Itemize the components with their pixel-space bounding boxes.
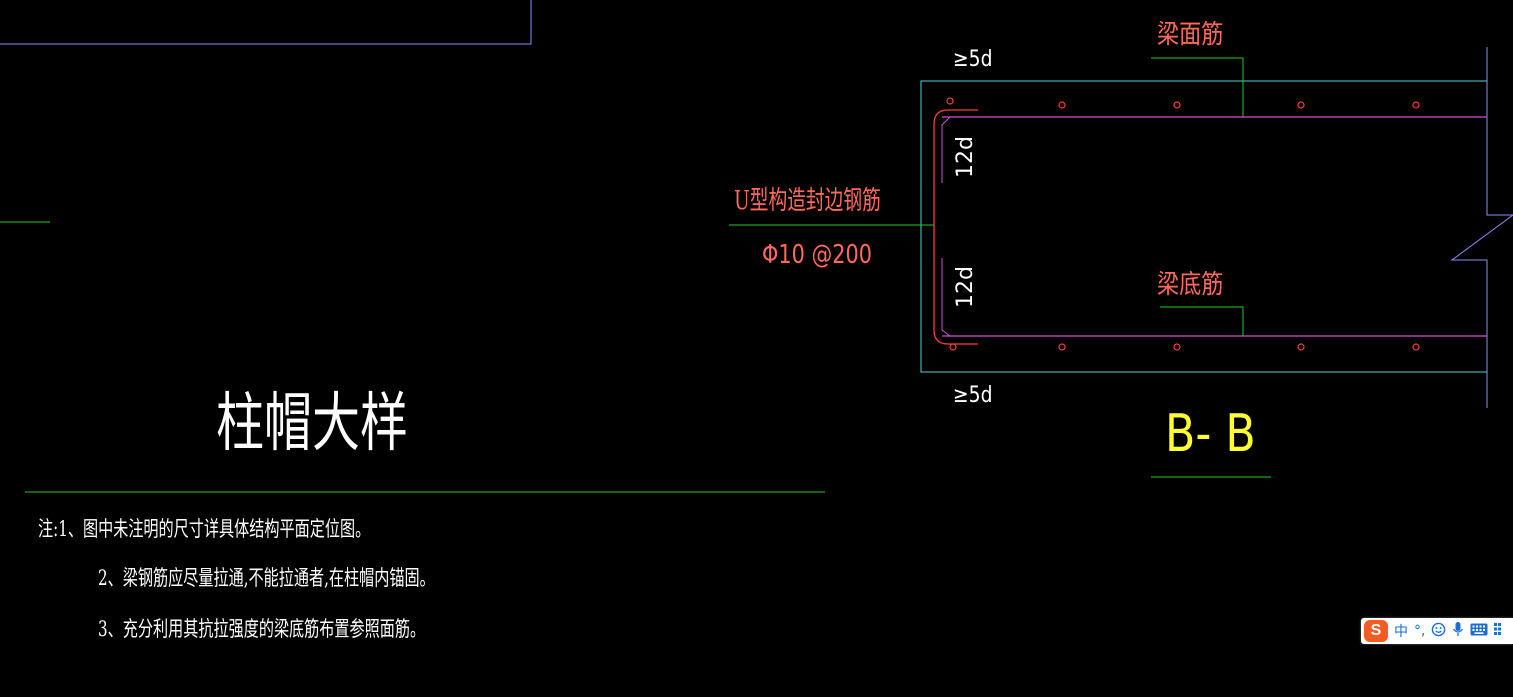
top-rebar-label: 梁面筋 <box>1157 20 1224 50</box>
note-line-1: 注:1、图中未注明的尺寸详具体结构平面定位图。 <box>38 517 371 541</box>
ime-punctuation-toggle[interactable]: °, <box>1414 623 1426 639</box>
top-rebar-dots <box>946 97 1420 109</box>
dim-12d-lower-label: 12d <box>953 266 978 308</box>
bottom-rebar-label: 梁底筋 <box>1157 270 1224 300</box>
note-line-2: 2、梁钢筋应尽量拉通,不能拉通者,在柱帽内锚固。 <box>98 566 435 590</box>
u-rebar-lower-hook <box>941 258 978 337</box>
rebar-dot <box>1173 101 1181 109</box>
beam-section-outline <box>920 80 1487 373</box>
break-line <box>1450 47 1513 408</box>
u-rebar-spec-label: Φ10 @200 <box>762 240 872 270</box>
rebar-dot <box>1058 343 1066 351</box>
ime-toolbar[interactable]: S 中 °, <box>1361 618 1513 644</box>
bottom-rebar-dots <box>949 343 1420 351</box>
microphone-icon[interactable] <box>1452 621 1464 641</box>
rebar-dot <box>1412 343 1420 351</box>
grid-icon[interactable] <box>1494 622 1502 640</box>
rebar-dot <box>1173 343 1181 351</box>
bottom-rebar-leader <box>1160 306 1244 336</box>
section-label: B- B <box>1165 404 1256 464</box>
u-rebar-upper-hook <box>941 116 978 183</box>
ime-language-toggle[interactable]: 中 <box>1394 624 1408 640</box>
frame-border <box>0 0 532 45</box>
rebar-dot <box>1297 343 1305 351</box>
note-line-3: 3、充分利用其抗拉强度的梁底筋布置参照面筋。 <box>98 617 426 641</box>
top-rebar-leader <box>1151 57 1244 117</box>
rebar-dot <box>946 97 954 105</box>
ime-logo-icon[interactable]: S <box>1364 620 1388 642</box>
u-rebar-name-label: U型构造封边钢筋 <box>734 186 881 216</box>
rebar-dot <box>1058 101 1066 109</box>
rebar-dot <box>949 343 957 351</box>
rebar-dot <box>1297 101 1305 109</box>
rebar-dot <box>1412 101 1420 109</box>
smiley-icon[interactable] <box>1431 622 1446 641</box>
detail-title: 柱帽大样 <box>216 387 408 461</box>
u-closing-rebar <box>933 109 978 345</box>
keyboard-icon[interactable] <box>1470 623 1488 640</box>
dim-bottom-label: ≥5d <box>953 383 993 408</box>
dim-12d-upper-label: 12d <box>953 136 978 178</box>
dim-top-label: ≥5d <box>953 47 993 72</box>
